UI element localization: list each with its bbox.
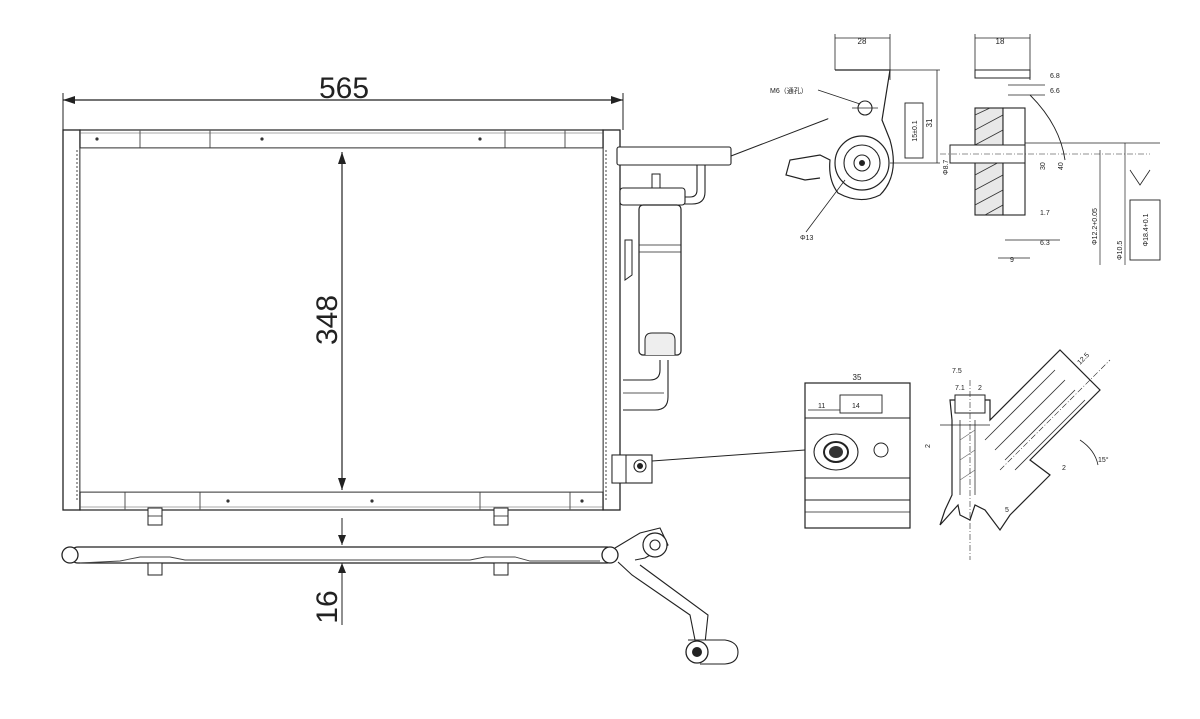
arrow-head [338,535,346,545]
leader-line [817,89,861,105]
height-label: 348 [311,295,344,345]
drier-plug [644,332,676,355]
pilot-hole [873,442,889,458]
inlet-pipe-inner [683,165,698,198]
outlet-pipe [623,360,661,381]
arrow-head [338,563,346,573]
tolerance-box-label: Φ18.4+0.1 [1143,213,1150,246]
port-dim-a: 11 [818,403,825,410]
port-width-label: 35 [853,373,862,382]
center-line [999,359,1111,471]
section-dim: 1.7 [1040,210,1050,217]
fitting-passage [984,369,1086,471]
outlet-port-bore [637,463,643,469]
arrow-head [611,96,623,104]
fitting-dim: 7.1 [955,385,965,392]
drier-cap [651,173,661,189]
flange-dim-top: 28 [858,37,867,46]
fitting-dim: 2 [1062,465,1066,472]
bottom-right-cap [601,546,619,564]
section-top-plate [974,69,1031,79]
leader-line [805,179,846,233]
port-dim-b: 14 [852,403,860,410]
rivet [95,137,99,141]
arrow-head [63,96,75,104]
fitting-dim: 15° [1098,456,1109,464]
depth-label: 16 [311,590,344,623]
hole-label: Φ13 [800,235,813,242]
section-dim: 9 [1010,257,1014,264]
fitting-dim: 5 [1005,507,1009,514]
inlet-pipe [683,164,706,205]
section-dim: 6.3 [1040,240,1050,247]
section-dim-top: 18 [996,37,1005,46]
flange-detail: 28 M6（通孔） Φ13 31 15±0.1 [770,34,940,242]
fitting-dim: 12.5 [1076,352,1091,367]
port-block-detail: 35 11 14 [804,373,911,529]
arrow-head [338,152,346,164]
upper-bracket-hole [649,539,661,551]
section-dia: Φ10.5 [1117,241,1124,260]
tolerance-box [1129,199,1161,261]
angle-arc [1079,439,1099,466]
bottom-view-profile [79,556,600,564]
fitting-dim: 7.5 [952,368,962,375]
rivet [478,137,482,141]
section-dim: 40 [1058,162,1065,170]
bottom-tab [147,562,163,576]
outlet-port-nut [611,454,627,484]
fitting-bore [959,420,976,495]
fitting-outline [939,349,1101,532]
port-dim-box [839,394,883,414]
bottom-left-cap [61,546,79,564]
width-label: 565 [319,72,369,105]
section-detail-top: 18 6.8 6.6 30 40 1.7 6.3 9 Φ8.7 Φ12.2+0.… [940,34,1161,265]
port-bore [829,446,843,458]
section-dia: Φ8.7 [943,160,950,175]
lower-bracket-arm [617,561,709,644]
rivet [580,499,584,503]
mounting-tab [493,507,509,526]
section-dim: 30 [1040,162,1047,170]
mounting-tab [147,507,163,526]
drier-clip [624,239,633,281]
fitting-dim: 2 [925,444,932,448]
surface-finish-symbol [1129,169,1151,186]
thread-label: M6（通孔） [770,86,808,95]
flange-dim-side: 31 [925,118,934,127]
rivet [260,137,264,141]
condenser-bottom-view: 16 [61,518,739,665]
tolerance-box-label: 15±0.1 [912,120,919,141]
section-dia: Φ12.2+0.05 [1092,208,1099,245]
lower-bracket-hole [692,647,702,657]
fitting-section-detail: 7.5 7.1 2 2 12.5 15° 2 5 [925,349,1111,560]
flange-bore-center [859,160,865,166]
fitting-dim: 2 [978,385,982,392]
rivet [226,499,230,503]
section-dim: 6.8 [1050,73,1060,80]
angle-arc [1029,94,1066,161]
section-dim: 6.6 [1050,88,1060,95]
rivet [370,499,374,503]
tolerance-box [904,102,924,159]
bottom-tab [493,562,509,576]
hatch [959,429,976,481]
leader-line [651,449,806,462]
inlet-flange-block [616,146,732,166]
arrow-head [338,478,346,490]
drier-bracket [619,187,686,206]
leader-line [730,117,831,157]
condenser-front-view: 565 3 [62,72,732,526]
outlet-pipe [623,360,669,411]
